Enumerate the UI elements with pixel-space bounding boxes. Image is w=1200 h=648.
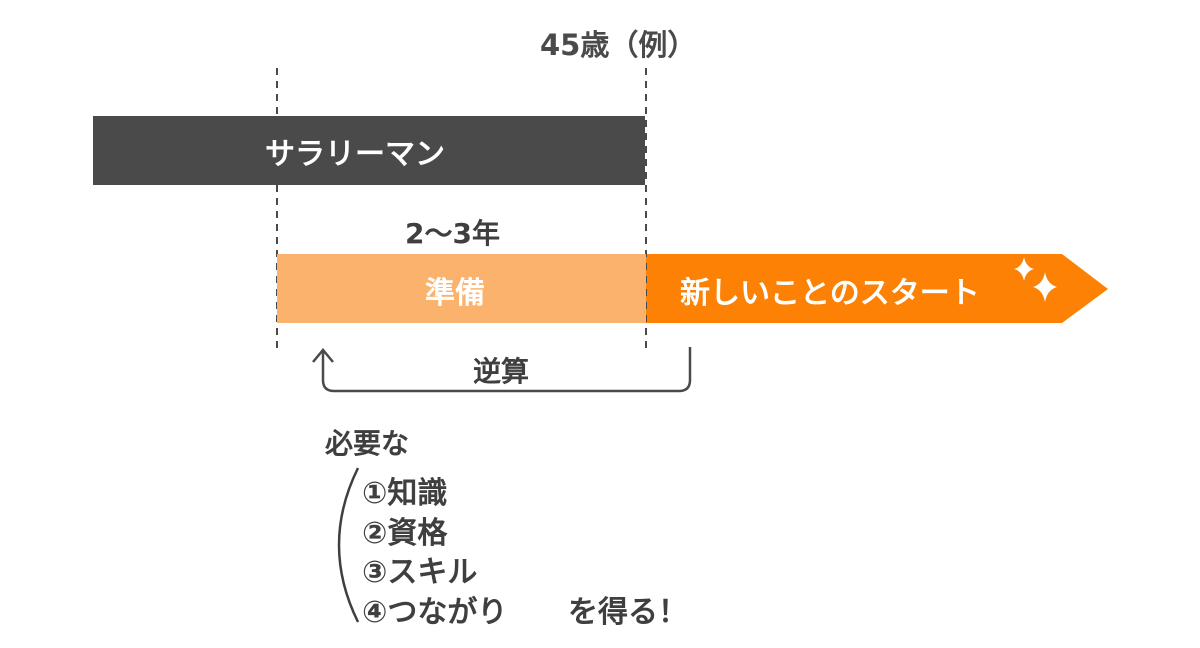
prep-label: 準備 bbox=[425, 276, 485, 311]
sparkle-icon bbox=[1014, 257, 1034, 281]
new-start-arrow bbox=[646, 254, 1108, 323]
age-label: 45歳（例） bbox=[540, 28, 697, 62]
duration-label: 2〜3年 bbox=[405, 217, 500, 250]
requirement-item-qualification: ②資格 bbox=[362, 516, 448, 551]
requirement-item-connections: ④つながり bbox=[362, 595, 508, 630]
salaryman-bar bbox=[93, 116, 645, 185]
new-start-label: 新しいことのスタート bbox=[680, 276, 980, 311]
up-arrow-icon bbox=[312, 348, 334, 363]
requirements-outcome: を得る！ bbox=[568, 595, 688, 630]
backcalc-path bbox=[321, 347, 692, 393]
backcalc-label: 逆算 bbox=[473, 355, 530, 388]
sparkle-icon bbox=[1033, 272, 1057, 302]
salaryman-label: サラリーマン bbox=[265, 137, 445, 172]
requirement-item-knowledge: ①知識 bbox=[362, 476, 448, 511]
prep-bar bbox=[277, 254, 646, 323]
requirements-bracket bbox=[337, 467, 360, 623]
requirement-item-skill: ③スキル bbox=[362, 555, 478, 590]
requirements-heading: 必要な bbox=[325, 427, 410, 460]
